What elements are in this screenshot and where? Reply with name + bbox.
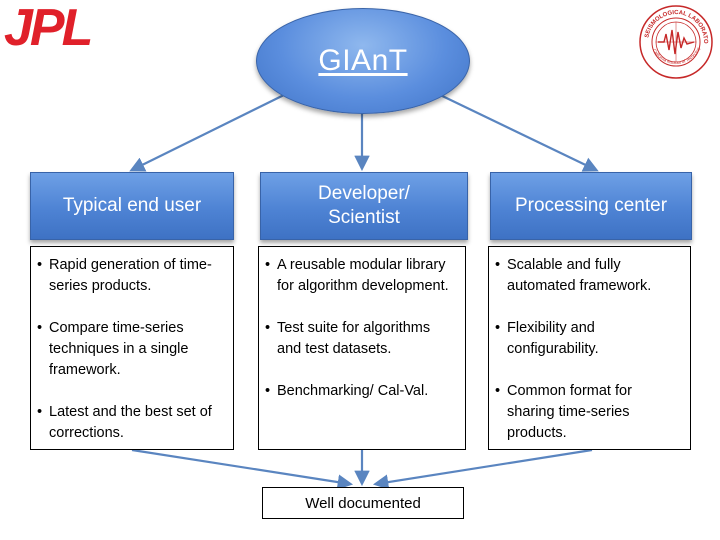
heading-developer-scientist-label: Developer/ Scientist [318, 183, 410, 228]
root-node-giant: GIAnT [256, 8, 470, 114]
list-processing-center: Scalable and fully automated framework. … [488, 246, 691, 450]
list-developer-scientist: A reusable modular library for algorithm… [258, 246, 466, 450]
list-item: Compare time-series techniques in a sing… [37, 318, 225, 381]
list-item: Common format for sharing time-series pr… [495, 381, 682, 444]
list-item: Scalable and fully automated framework. [495, 255, 682, 297]
heading-processing-center: Processing center [490, 172, 692, 240]
list-item: A reusable modular library for algorithm… [265, 255, 457, 297]
arrow-processing-to-bottom [372, 448, 593, 490]
list-item: Flexibility and configurability. [495, 318, 682, 360]
list-typical-end-user: Rapid generation of time-series products… [30, 246, 234, 450]
list-item: Rapid generation of time-series products… [37, 255, 225, 297]
arrow-root-to-end-user [129, 91, 291, 172]
svg-text:JPL: JPL [4, 2, 91, 50]
root-node-label: GIAnT [318, 44, 408, 77]
well-documented-label: Well documented [305, 494, 421, 512]
seismological-laboratory-seal: SEISMOLOGICAL LABORATORY California Inst… [638, 4, 713, 79]
jpl-logo: JPL [4, 2, 94, 50]
list-item: Benchmarking/ Cal-Val. [265, 381, 457, 402]
well-documented-box: Well documented [262, 487, 464, 519]
list-item: Test suite for algorithms and test datas… [265, 318, 457, 360]
list-item: Latest and the best set of corrections. [37, 402, 225, 444]
arrow-end-user-to-bottom [131, 448, 354, 490]
heading-developer-scientist: Developer/ Scientist [260, 172, 468, 240]
arrow-root-to-processing [433, 91, 599, 172]
heading-typical-end-user: Typical end user [30, 172, 234, 240]
